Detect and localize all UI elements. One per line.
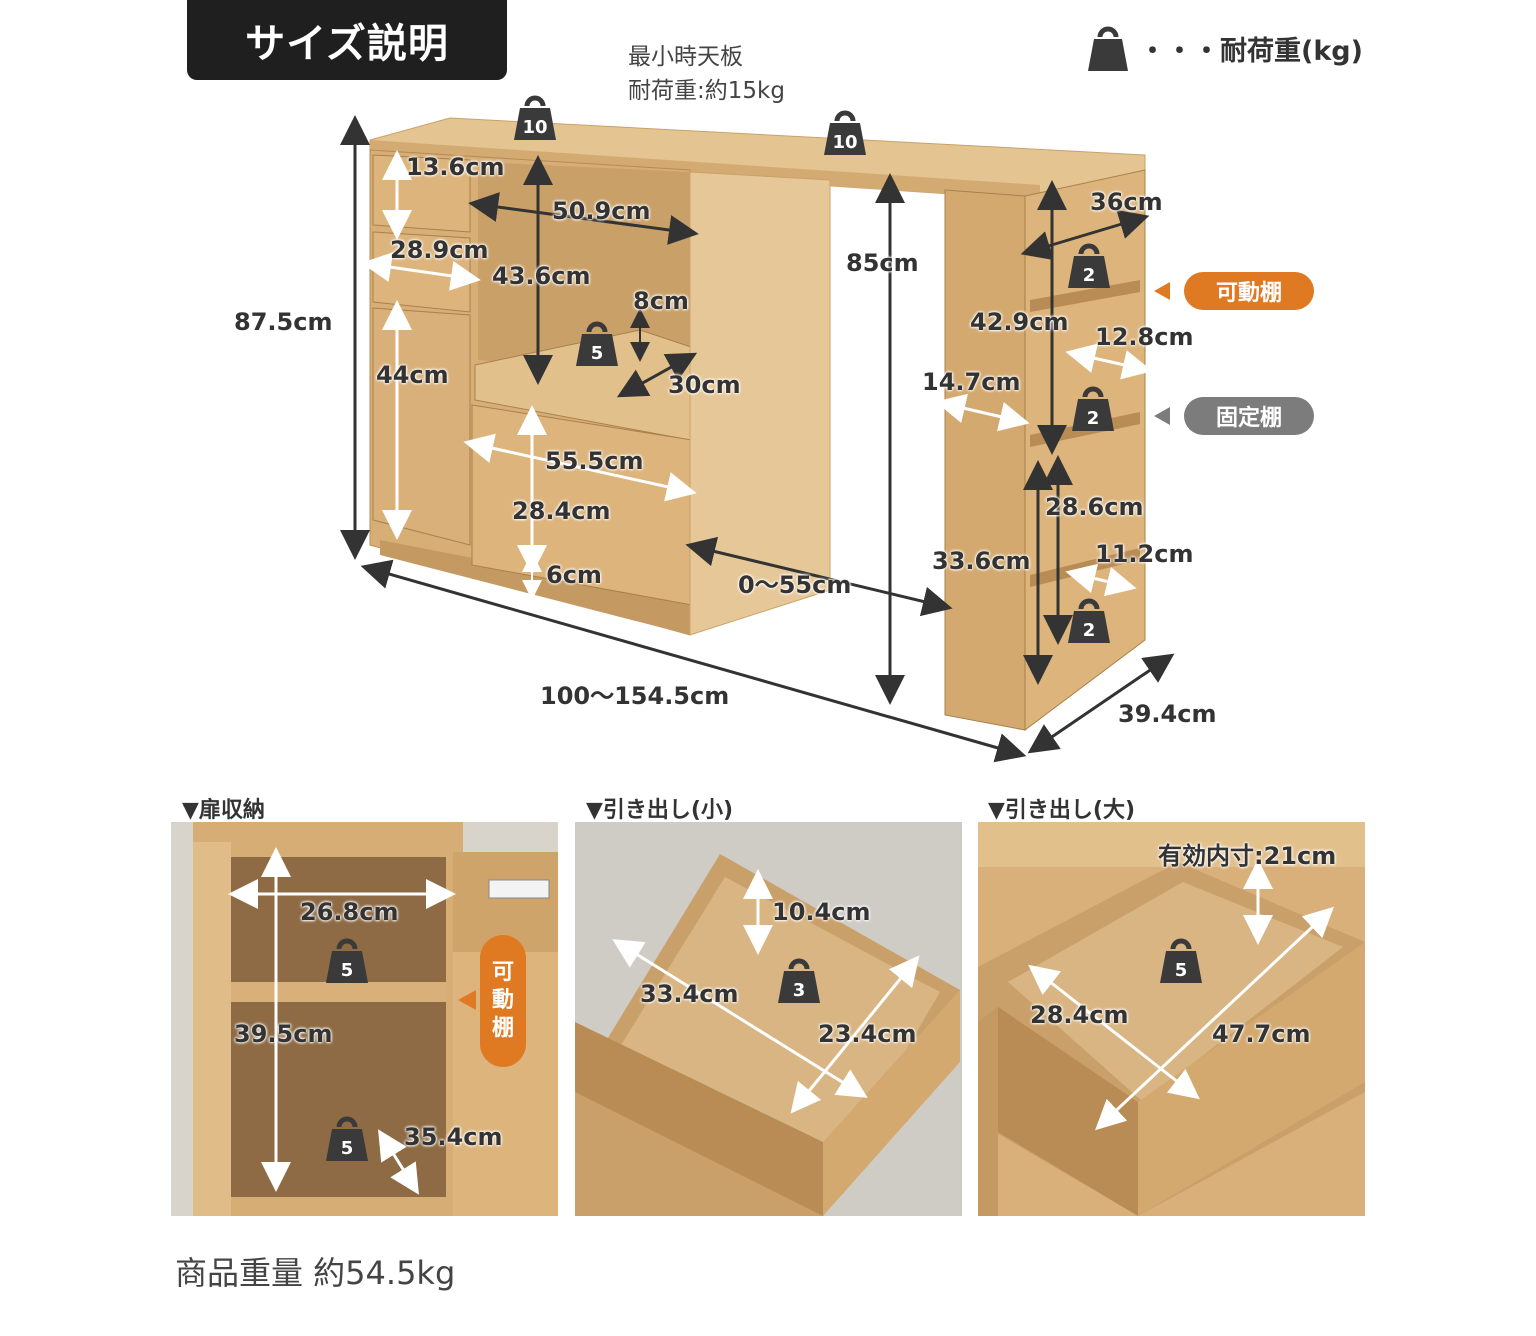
dim-drawer-small-height: 13.6cm [406, 153, 505, 181]
fixed-shelf-badge: 固定棚 [1184, 397, 1314, 435]
small-drawer-arrows [612, 869, 920, 1114]
small-drawer-section-label: ▼引き出し(小) [586, 798, 734, 823]
door-section-label: ▼扉収納 [182, 798, 265, 823]
door-storage-arrows [228, 847, 456, 1195]
weight-icon: 5 [324, 1113, 370, 1163]
weight-shelf-1-value: 2 [1083, 265, 1096, 286]
dim-total-depth: 39.4cm [1118, 700, 1217, 728]
door-weight-bottom-value: 5 [341, 1138, 354, 1159]
top-note: 最小時天板 耐荷重:約15kg [628, 40, 785, 108]
top-note-line2: 耐荷重:約15kg [628, 78, 785, 104]
dim-rack-upper-height: 42.9cm [970, 308, 1069, 336]
large-drawer-weight-value: 5 [1175, 960, 1188, 981]
weight-icon: 5 [1158, 935, 1204, 985]
dim-drawer-width: 28.9cm [390, 236, 489, 264]
dim-rack-total-lower: 33.6cm [932, 547, 1031, 575]
weight-icon: 3 [776, 955, 822, 1005]
furniture-illustration [340, 115, 1175, 763]
weight-icon [1085, 23, 1131, 73]
pill-char: 動 [491, 988, 514, 1013]
movable-shelf-pointer [458, 990, 476, 1010]
large-drawer-arrows [1028, 859, 1334, 1131]
weight-icon: 10 [822, 107, 868, 157]
large-drawer-width-label: 28.4cm [1030, 1001, 1129, 1029]
weight-icon: 2 [1070, 383, 1116, 433]
dim-extension-range: 0〜55cm [738, 571, 852, 599]
dim-slide-depth: 30cm [668, 371, 741, 399]
small-drawer-weight-value: 3 [793, 980, 806, 1001]
small-drawer-width-label: 33.4cm [640, 980, 739, 1008]
weight-shelf-2-value: 2 [1087, 408, 1100, 429]
dim-rack-shelf-depth: 12.8cm [1095, 323, 1194, 351]
weight-icon: 10 [512, 92, 558, 142]
dim-large-drawer-width: 55.5cm [545, 447, 644, 475]
page-title: サイズ説明 [187, 0, 507, 80]
pill-char: 可 [491, 960, 514, 985]
dim-rack-lower-height: 28.6cm [1045, 493, 1144, 521]
weight-legend: ・・・耐荷重(kg) [1085, 22, 1363, 74]
weight-slide-value: 5 [591, 343, 604, 364]
top-note-line1: 最小時天板 [628, 44, 743, 70]
dim-large-drawer-height: 28.4cm [512, 497, 611, 525]
small-drawer-depth-label: 23.4cm [818, 1020, 917, 1048]
weight-shelf-3-value: 2 [1083, 620, 1096, 641]
fixed-shelf-pointer [1154, 407, 1170, 425]
movable-shelf-pointer [1154, 282, 1170, 300]
door-height-label: 39.5cm [234, 1020, 333, 1048]
dim-door-height: 44cm [376, 361, 449, 389]
small-drawer-height-label: 10.4cm [772, 898, 871, 926]
weight-top-right-value: 10 [832, 132, 857, 153]
door-weight-top-value: 5 [341, 960, 354, 981]
large-drawer-depth-label: 47.7cm [1212, 1020, 1311, 1048]
dim-total-width: 100〜154.5cm [540, 682, 730, 710]
dim-slide-gap: 8cm [633, 287, 689, 315]
pill-char: 棚 [491, 1016, 514, 1041]
weight-icon: 2 [1066, 595, 1112, 645]
dim-rack-depth: 36cm [1090, 188, 1163, 216]
movable-shelf-vertical-badge: 可 動 棚 [480, 935, 526, 1067]
product-weight: 商品重量 約54.5kg [175, 1254, 456, 1292]
dim-total-height: 87.5cm [234, 308, 333, 336]
dim-shelf-width: 50.9cm [552, 197, 651, 225]
legend-text: ・・・耐荷重(kg) [1139, 35, 1363, 67]
large-drawer-inner-label: 有効内寸:21cm [1158, 842, 1337, 870]
dim-plinth-height: 6cm [546, 561, 602, 589]
dim-rack-side-depth: 14.7cm [922, 368, 1021, 396]
weight-icon: 5 [574, 318, 620, 368]
weight-icon: 2 [1066, 240, 1112, 290]
dim-rack-lower-depth: 11.2cm [1095, 540, 1194, 568]
dim-shelf-height: 43.6cm [492, 262, 591, 290]
door-width-label: 26.8cm [300, 898, 399, 926]
large-drawer-section-label: ▼引き出し(大) [988, 798, 1136, 823]
weight-top-left-value: 10 [522, 117, 547, 138]
movable-shelf-badge: 可動棚 [1184, 272, 1314, 310]
weight-icon: 5 [324, 935, 370, 985]
door-depth-label: 35.4cm [404, 1123, 503, 1151]
dim-table-height: 85cm [846, 249, 919, 277]
